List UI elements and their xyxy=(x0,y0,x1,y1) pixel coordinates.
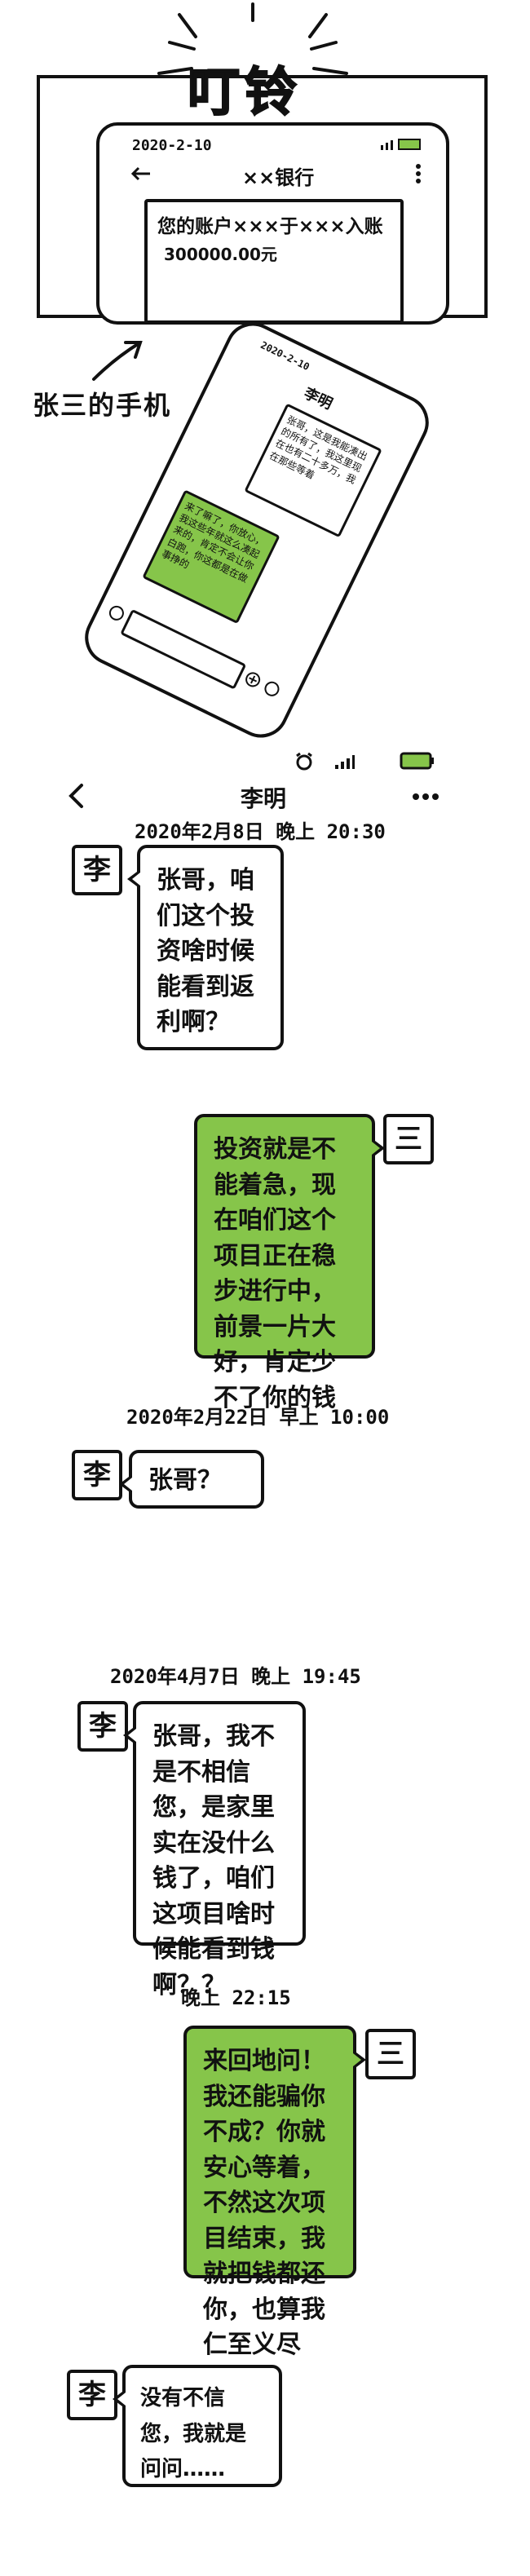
ellipsis-icon[interactable] xyxy=(412,793,439,801)
tilted-title: 李明 xyxy=(301,384,335,413)
chat-screen: 李明 2020年2月8日 晚上 20:30 李 张哥，咱们这个投资啥时候能看到返… xyxy=(0,742,530,2576)
timestamp-2: 2020年2月22日 早上 10:00 xyxy=(126,1406,390,1429)
message-text-4: 张哥，我不是不相信您，是家里实在没什么钱了，咱们这项目啥时候能看到钱啊？？ xyxy=(152,1722,275,1999)
avatar-li-4[interactable]: 李 xyxy=(67,2370,117,2420)
bank-title: ××银行 xyxy=(242,166,315,189)
message-text-2: 投资就是不能着急，现在咱们这个项目正在稳步进行中，前景一片大好，肯定少不了你的钱 xyxy=(214,1135,336,1412)
owner-label: 张三的手机 xyxy=(33,390,172,421)
avatar-san-2-label: 三 xyxy=(377,2038,404,2070)
arrow-left-icon[interactable] xyxy=(130,166,152,181)
message-text-5: 来回地问！我还能骗你不成？你就安心等着，不然这次项目结束，我就把钱都还你，也算我… xyxy=(203,2047,325,2359)
timestamp-4: 晚上 22:15 xyxy=(181,1986,291,2009)
message-bubble-6[interactable]: 没有不信您，我就是问问…… xyxy=(113,2365,282,2487)
tilted-message-top-text: 张哥，这是我能凑出的所有了，我这里现在也有二十多万，我在那些等着 xyxy=(267,413,369,487)
avatar-li[interactable]: 李 xyxy=(72,845,122,895)
avatar-san-label: 三 xyxy=(395,1123,422,1155)
message-text-1: 张哥，咱们这个投资啥时候能看到返利啊？ xyxy=(157,866,254,1036)
message-bubble-4[interactable]: 张哥，我不是不相信您，是家里实在没什么钱了，咱们这项目啥时候能看到钱啊？？ xyxy=(123,1701,306,1999)
avatar-li-2[interactable]: 李 xyxy=(72,1450,122,1500)
tilted-voice-icon[interactable] xyxy=(104,601,128,625)
alarm-icon xyxy=(296,752,312,771)
bank-phone: 2020-2-10 ××银行 您的账户×××于×××入账 300000.00元 xyxy=(96,122,449,325)
ringing-lines-icon xyxy=(157,2,348,75)
tilted-status-date: 2020-2-10 xyxy=(258,339,311,373)
battery-icon xyxy=(400,752,434,770)
phone-status-icons xyxy=(381,139,421,150)
message-text-3: 张哥？ xyxy=(148,1466,222,1495)
message-bubble-5[interactable]: 来回地问！我还能骗你不成？你就安心等着，不然这次项目结束，我就把钱都还你，也算我… xyxy=(183,2026,366,2359)
chat-title: 李明 xyxy=(241,785,287,812)
bank-message-text: 您的账户×××于×××入账 xyxy=(157,216,383,237)
signal-icon xyxy=(335,755,355,769)
avatar-li-4-label: 李 xyxy=(78,2379,106,2411)
tilted-add-icon[interactable] xyxy=(241,668,264,691)
bank-message-amount: 300000.00元 xyxy=(164,245,277,264)
tilted-message-top: 张哥，这是我能凑出的所有了，我这里现在也有二十多万，我在那些等着 xyxy=(244,403,382,538)
message-bubble-3[interactable]: 张哥？ xyxy=(119,1450,264,1509)
tilted-message-bottom: 来了嘛了，你放心，我这些年就这么凑起来的，肯定不会让你白跑，你这都是在做事挣的 xyxy=(142,489,280,625)
ringing-text: 叮铃 xyxy=(187,62,302,124)
timestamp-3: 2020年4月7日 晚上 19:45 xyxy=(110,1665,361,1688)
avatar-li-2-label: 李 xyxy=(83,1459,111,1491)
tilted-phone: 2020-2-10 李明 张哥，这是我能凑出的所有了，我这里现在也有二十多万，我… xyxy=(75,313,439,747)
tilted-message-bottom-text: 来了嘛了，你放心，我这些年就这么凑起来的，肯定不会让你白跑，你这都是在做事挣的 xyxy=(160,500,267,585)
avatar-san[interactable]: 三 xyxy=(383,1114,434,1164)
avatar-san-2[interactable]: 三 xyxy=(365,2029,416,2079)
message-text-6: 没有不信您，我就是问问…… xyxy=(140,2386,247,2481)
timestamp-1: 2020年2月8日 晚上 20:30 xyxy=(135,820,386,843)
avatar-li-label: 李 xyxy=(83,854,111,886)
phone-status-date: 2020-2-10 xyxy=(132,137,212,154)
top-illustration: 叮铃 2020-2-10 ××银行 您的账户×××于×××入账 300000.0… xyxy=(0,0,530,758)
pointer-arrow-icon xyxy=(92,341,143,381)
message-bubble-2[interactable]: 投资就是不能着急，现在咱们这个项目正在稳步进行中，前景一片大好，肯定少不了你的钱 xyxy=(194,1114,385,1412)
tilted-emoji-icon[interactable] xyxy=(260,677,284,700)
avatar-li-3-label: 李 xyxy=(89,1710,117,1743)
avatar-li-3[interactable]: 李 xyxy=(77,1701,128,1752)
message-bubble-1[interactable]: 张哥，咱们这个投资啥时候能看到返利啊？ xyxy=(127,845,284,1050)
bank-message-box: 您的账户×××于×××入账 300000.00元 xyxy=(144,199,404,324)
chevron-left-icon[interactable] xyxy=(67,783,85,809)
tilted-input-bar[interactable] xyxy=(120,608,247,690)
kebab-vertical-icon[interactable] xyxy=(415,163,422,184)
